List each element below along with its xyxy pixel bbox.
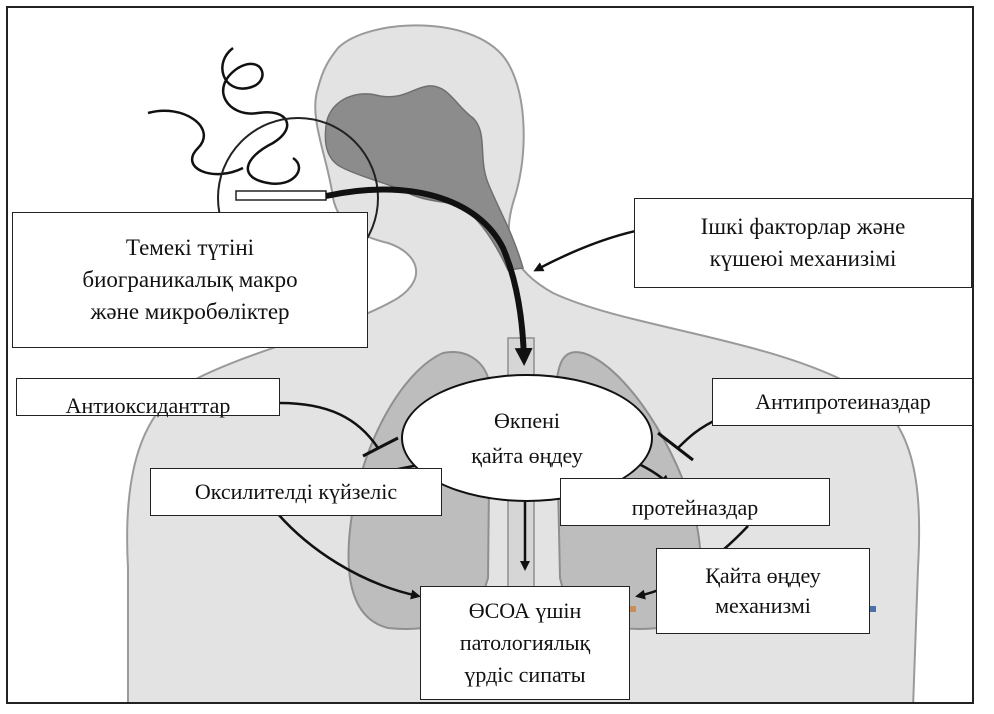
copd-pathology-box: ӨСОА үшін патологиялық үрдіс сипаты	[420, 586, 630, 700]
diagram-frame: Темекі түтіні биограникалық макро және м…	[6, 6, 974, 704]
antioxidants-box: Антиоксиданттар	[16, 378, 280, 416]
internal-factors-arrow	[536, 230, 640, 270]
smoke-squiggle	[222, 48, 299, 184]
internal-factors-box: Ішкі факторлар және күшеюі механизімі	[634, 198, 972, 288]
antiproteinases-box: Антипротеиназдар	[712, 378, 974, 426]
smoke-squiggle-2	[148, 111, 243, 174]
oxidative-stress-box: Оксилителді күйзеліс	[150, 468, 442, 516]
cigarette	[236, 191, 326, 200]
smoke-particles-box: Темекі түтіні биограникалық макро және м…	[12, 212, 368, 348]
proteinases-box: протейназдар	[560, 478, 830, 526]
repair-mechanism-box: Қайта өңдеу механизмі	[656, 548, 870, 634]
